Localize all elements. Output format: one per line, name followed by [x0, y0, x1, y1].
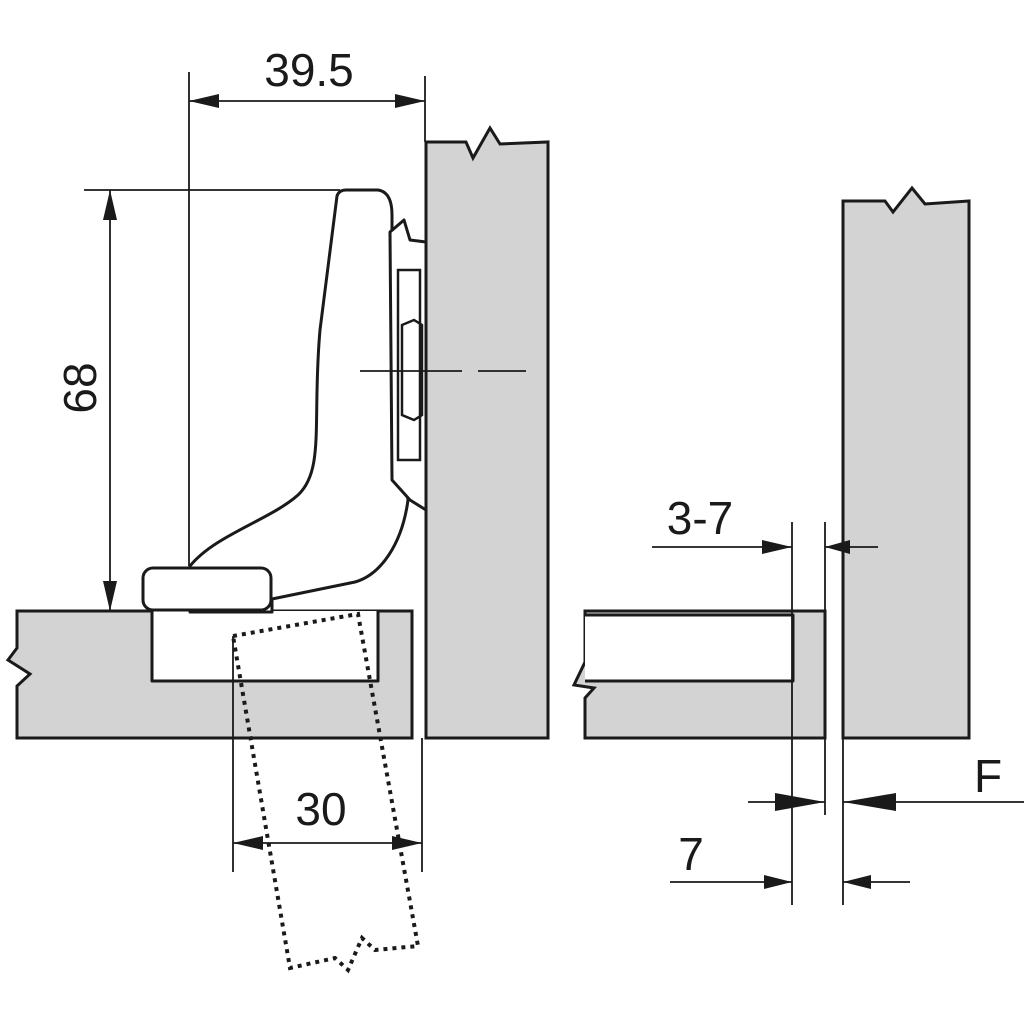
dim-7-label: 7: [678, 828, 704, 880]
dim-f-label: F: [974, 750, 1002, 802]
dim-3-7-arrow-right: [825, 540, 850, 554]
dim-f-arrow-left: [775, 793, 825, 811]
hinge-arm: [188, 188, 410, 614]
dim-3-7-label: 3-7: [667, 492, 733, 544]
dim-68-label: 68: [54, 362, 106, 413]
dim-68-arrow-bottom: [103, 581, 117, 611]
dim-30-arrow-left: [233, 836, 263, 850]
dim-3-7-arrow-left: [762, 540, 792, 554]
dim-39-5-arrow-right: [395, 94, 425, 108]
cup-recess: [150, 611, 380, 683]
cabinet-side-right: [841, 185, 971, 740]
mounting-plate-slot: [400, 318, 424, 422]
dim-7-arrow-left: [764, 875, 792, 889]
dim-7-arrow-right: [843, 875, 871, 889]
hinge-cup: [141, 566, 273, 612]
dim-39-5-label: 39.5: [264, 44, 354, 96]
dim-68-arrow-top: [103, 190, 117, 220]
open-door-outline: [230, 611, 421, 974]
dim-39-5-arrow-left: [189, 94, 219, 108]
mounting-plate-inner: [396, 268, 422, 462]
door-panel-right-recess: [585, 613, 795, 683]
dim-f-arrow-right: [843, 793, 896, 811]
cabinet-side-left: [424, 125, 550, 740]
dim-30-label: 30: [295, 783, 346, 835]
dim-30-arrow-right: [392, 836, 422, 850]
